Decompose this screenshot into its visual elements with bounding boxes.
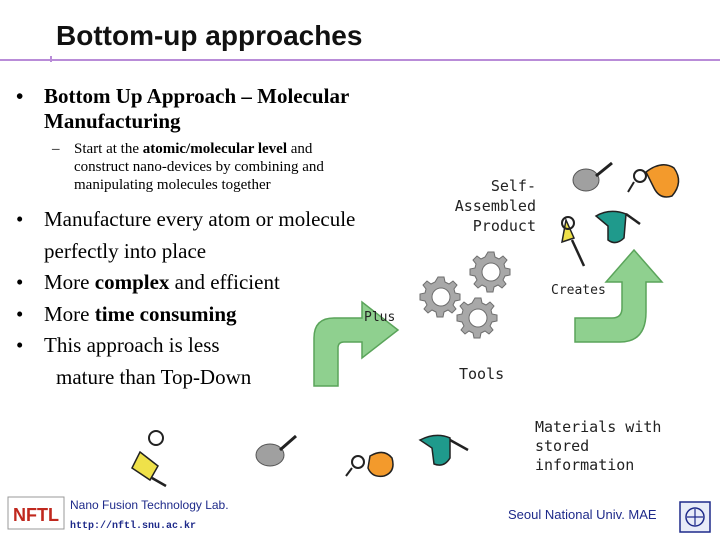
bullet-dot: • <box>16 270 24 294</box>
teal-piece-icon <box>594 210 641 244</box>
main-bullet-line-2: Manufacturing <box>44 109 181 133</box>
footer-university: Seoul National Univ. MAE <box>508 507 657 522</box>
gray-blob-icon <box>572 161 613 192</box>
sub-line1-bold: atomic/molecular level <box>142 141 287 157</box>
main-bullet-line-1: Bottom Up Approach – Molecular <box>44 84 350 108</box>
university-emblem <box>679 501 711 533</box>
self-assembled-label: Self- Assembled Product <box>436 176 536 236</box>
label-line: Materials with <box>535 418 662 436</box>
sub-bullet-line-1: Start at the atomic/molecular level and <box>74 140 312 158</box>
label-line: Product <box>472 217 536 235</box>
bullet-bold: complex <box>94 270 170 294</box>
gear-icon <box>419 276 461 318</box>
bullet-text: This approach is less <box>44 333 220 357</box>
materials-label: Materials with stored information <box>535 418 661 475</box>
orange-piece-icon <box>345 451 394 478</box>
title-divider <box>0 59 720 61</box>
gray-blob-icon <box>255 434 297 467</box>
bullet-text: mature than Top-Down <box>56 364 252 389</box>
bullet-pre: More <box>44 301 95 326</box>
bullet-dot: • <box>16 84 24 108</box>
label-line: information <box>535 456 635 474</box>
plus-label: Plus <box>364 310 396 325</box>
gear-icon <box>456 297 498 339</box>
label-line: stored <box>535 437 590 455</box>
title-divider-tick <box>50 56 52 62</box>
label-line: Assembled <box>454 197 536 215</box>
bullet-bold: time consuming <box>94 301 237 326</box>
sub-bullet-line-2: construct nano-devices by combining and <box>74 159 324 175</box>
teal-piece-icon <box>418 434 469 466</box>
bullet-post: and efficient <box>169 270 280 294</box>
orange-piece-icon <box>627 164 680 198</box>
sub-line1-pre: Start at the <box>74 141 143 157</box>
creates-label: Creates <box>551 283 606 298</box>
bullet-pre: More <box>44 270 95 294</box>
footer-url[interactable]: http://nftl.snu.ac.kr <box>70 521 197 532</box>
bullet-text: More complex and efficient <box>44 267 280 299</box>
yellow-piece-icon <box>131 430 167 488</box>
sub-line1-post: and <box>287 141 313 157</box>
bullet-dot: • <box>16 207 24 231</box>
plus-arrow <box>313 300 400 387</box>
nftl-logo: NFTL <box>7 496 65 530</box>
creates-arrow <box>574 248 664 343</box>
bullet-text: Manufacture every atom or molecule <box>44 207 356 231</box>
bullet-dot: • <box>16 333 24 357</box>
sub-bullet-dash: – <box>52 141 60 157</box>
tools-label: Tools <box>459 365 505 383</box>
footer-lab-name: Nano Fusion Technology Lab. <box>70 498 229 512</box>
gear-icon <box>469 251 511 293</box>
bullet-dot: • <box>16 301 24 326</box>
nftl-logo-text: NFTL <box>13 505 59 525</box>
yellow-piece-icon <box>561 216 586 267</box>
slide-title: Bottom-up approaches <box>56 20 363 51</box>
bullet-text: More time consuming <box>44 299 237 331</box>
bullet-text: perfectly into place <box>44 238 207 263</box>
label-line: Self- <box>490 177 536 195</box>
sub-bullet-line-3: manipulating molecules together <box>74 177 271 193</box>
